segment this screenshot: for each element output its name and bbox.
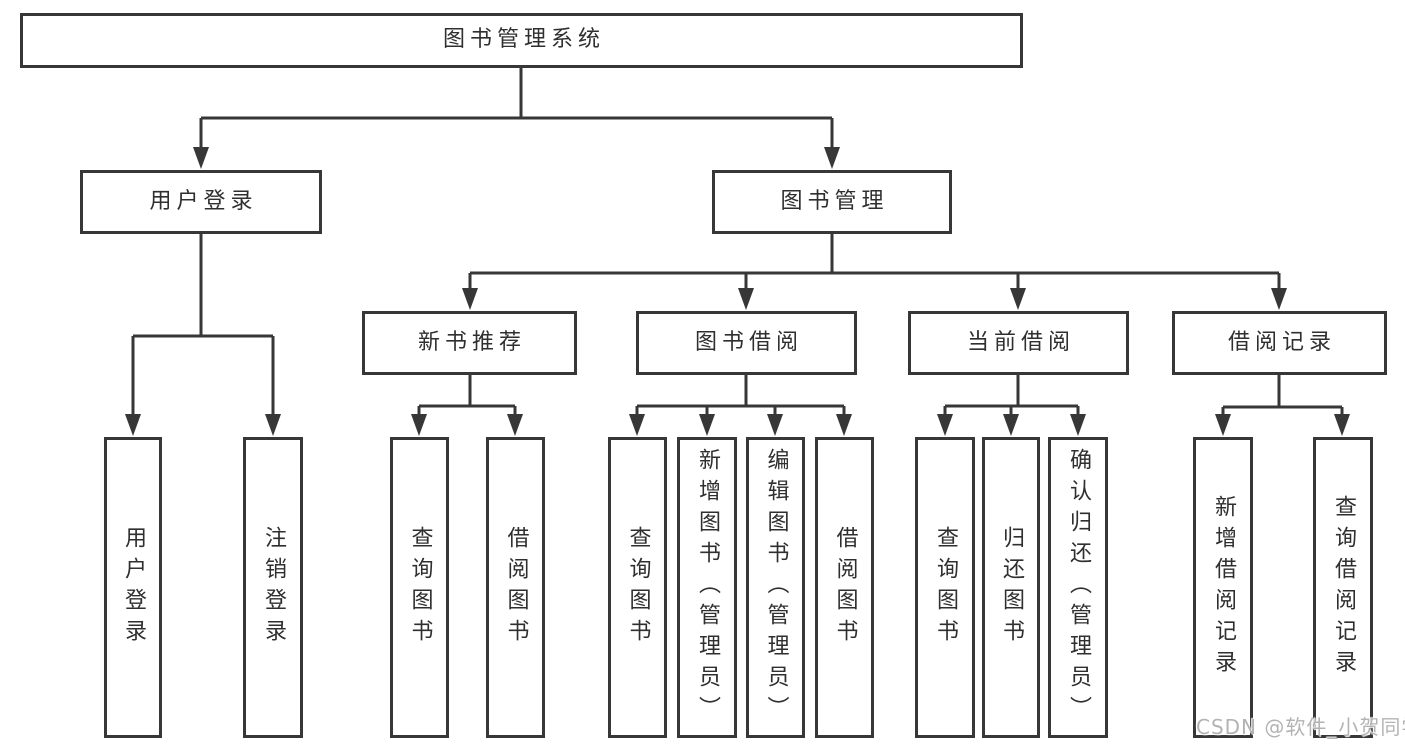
leaf-borrow-books-borrowing: 借阅图书	[815, 437, 874, 738]
node-new-book-recommend: 新书推荐	[362, 311, 577, 375]
leaf-add-borrow-record: 新增借阅记录	[1193, 437, 1253, 738]
leaf-label: 查询图书	[625, 525, 651, 650]
node-label: 当前借阅	[966, 329, 1075, 355]
leaf-label: 注销登录	[261, 525, 286, 650]
csdn-watermark: CSDN @软件_小贺同学	[1196, 715, 1405, 739]
node-label: 新书推荐	[417, 329, 526, 355]
leaf-label: 查询图书	[407, 525, 433, 650]
leaf-confirm-return-admin: 确认归还（管理员）	[1048, 437, 1108, 738]
leaf-label: 确认归还（管理员）	[1066, 448, 1091, 727]
leaf-query-books-borrowing: 查询图书	[608, 437, 667, 738]
node-book-borrowing: 图书借阅	[636, 311, 857, 375]
leaf-label: 新增借阅记录	[1211, 494, 1236, 681]
leaf-label: 查询借阅记录	[1331, 494, 1356, 681]
leaf-query-borrow-record: 查询借阅记录	[1313, 437, 1373, 738]
leaf-add-books-admin: 新增图书（管理员）	[677, 437, 737, 738]
node-borrowing-records: 借阅记录	[1172, 311, 1387, 375]
node-label: 图书管理系统	[442, 27, 605, 53]
leaf-label: 用户登录	[121, 525, 146, 650]
node-current-borrowing: 当前借阅	[908, 311, 1129, 375]
leaf-label: 借阅图书	[832, 525, 858, 650]
leaf-edit-books-admin: 编辑图书（管理员）	[746, 437, 805, 738]
node-label: 用户登录	[149, 188, 258, 214]
leaf-label: 新增图书（管理员）	[695, 448, 720, 727]
leaf-user-login: 用户登录	[104, 437, 162, 738]
leaf-label: 查询图书	[933, 525, 958, 650]
node-label: 图书管理	[780, 188, 889, 214]
leaf-return-books: 归还图书	[982, 437, 1040, 738]
leaf-label: 借阅图书	[503, 525, 529, 650]
leaf-label: 归还图书	[999, 525, 1024, 650]
leaf-borrow-books-recommend: 借阅图书	[486, 437, 545, 738]
node-user-login: 用户登录	[80, 170, 322, 234]
node-book-management: 图书管理	[712, 170, 952, 234]
leaf-logout: 注销登录	[243, 437, 303, 738]
node-library-management-system: 图书管理系统	[20, 13, 1023, 68]
node-label: 图书借阅	[694, 329, 803, 355]
node-label: 借阅记录	[1227, 329, 1336, 355]
leaf-query-books-current: 查询图书	[915, 437, 975, 738]
leaf-label: 编辑图书（管理员）	[763, 448, 789, 727]
leaf-query-books-recommend: 查询图书	[390, 437, 449, 738]
